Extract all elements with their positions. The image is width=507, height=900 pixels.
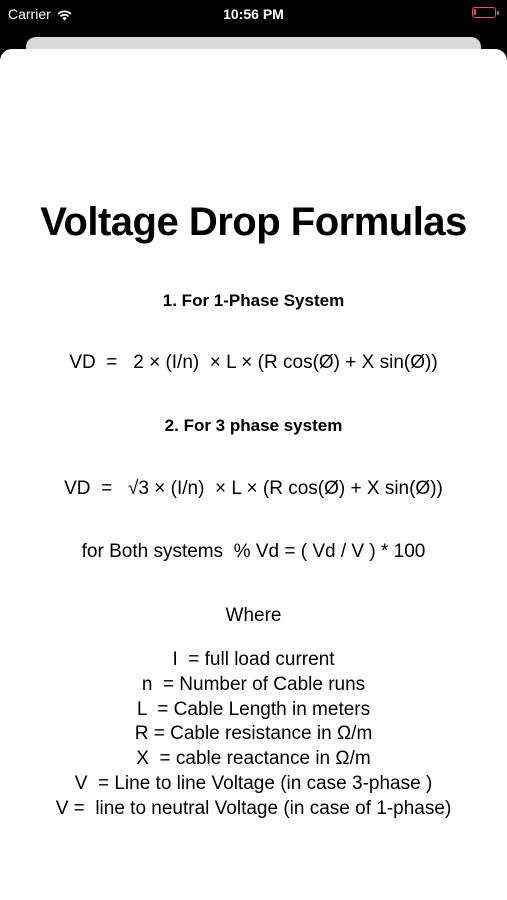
wifi-icon [57,10,72,20]
formula-sheet[interactable] [0,49,507,900]
status-bar: Carrier 10:56 PM [0,0,507,30]
page-title: Voltage Drop Formulas [40,200,467,244]
definition-neutral-voltage: V = line to neutral Voltage (in case of … [55,797,452,819]
definition-length: L = Cable Length in meters [136,698,371,720]
three-phase-formula: VD = √3 × (I/n) × L × (R cos(Ø) + X sin(… [64,478,443,499]
where-label: Where [225,605,282,626]
carrier-indicator: Carrier [8,6,73,22]
carrier-label: Carrier [8,6,51,22]
single-phase-formula: VD = 2 × (I/n) × L × (R cos(Ø) + X sin(Ø… [69,352,438,373]
definitions-list: I = full load current n = Number of Cabl… [0,648,507,822]
definition-current: I = full load current [172,649,335,670]
status-time: 10:56 PM [223,6,284,22]
definition-reactance: X = cable reactance in Ω/m [136,748,371,770]
definition-runs: n = Number of Cable runs [141,673,366,695]
single-phase-heading: 1. For 1-Phase System [162,291,345,310]
battery-icon [472,7,499,18]
three-phase-heading: 2. For 3 phase system [164,416,343,435]
definition-resistance: R = Cable resistance in Ω/m [134,723,373,745]
battery-level [474,9,476,15]
definition-line-voltage: V = Line to line Voltage (in case 3-phas… [74,772,433,794]
percent-drop-formula: for Both systems % Vd = ( Vd / V ) * 100 [81,541,426,562]
